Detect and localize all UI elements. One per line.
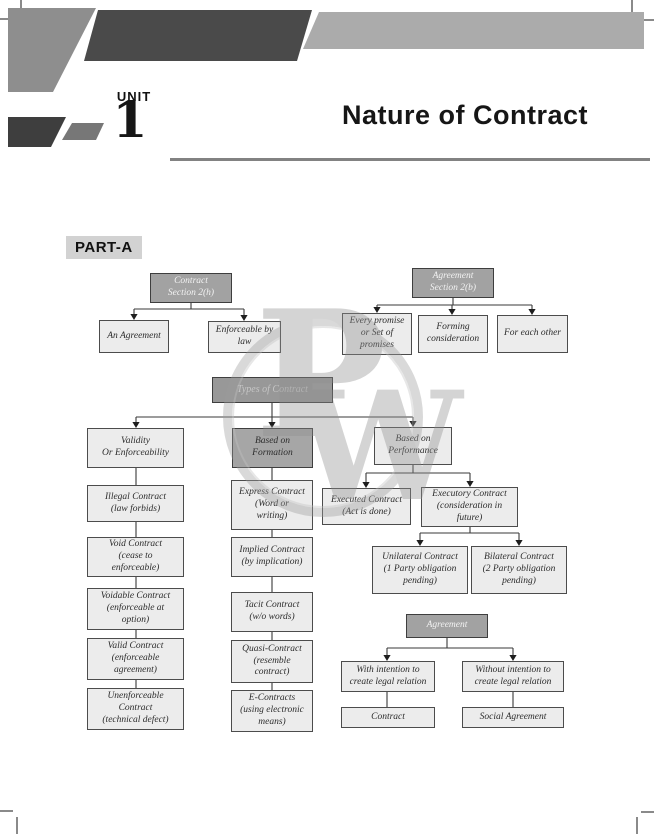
crop-mark-top-right-v [631,0,633,14]
header-dark-band [84,10,312,61]
unit-gray-parallelogram [62,123,104,140]
node-agreement: Agreement [406,614,488,638]
crop-mark-top-left-h [0,18,15,20]
crop-mark-bottom-right-v [636,817,638,834]
node-express-contract: Express Contract (Word or writing) [231,480,313,530]
node-an-agreement: An Agreement [99,320,169,353]
connector-arrowheads [130,307,536,661]
node-contract-section-2h: Contract Section 2(h) [150,273,232,303]
header-light-band [303,12,644,49]
node-without-intention: Without intention to create legal relati… [462,661,564,692]
node-agreement-section-2b: Agreement Section 2(b) [412,268,494,298]
node-unilateral-contract: Unilateral Contract (1 Party obligation … [372,546,468,594]
node-tacit-contract: Tacit Contract (w/o words) [231,592,313,632]
node-illegal-contract: Illegal Contract (law forbids) [87,485,184,522]
crop-mark-bottom-left-v [16,817,18,834]
node-implied-contract: Implied Contract (by implication) [231,537,313,577]
unit-number: 1 [112,90,148,149]
crop-mark-top-right-h [639,19,654,21]
connector-lines [133,298,533,707]
node-voidable-contract: Voidable Contract (enforceable at option… [87,588,184,630]
node-enforceable-by-law: Enforceable by law [208,321,281,353]
node-forming-consideration: Forming consideration [418,315,488,353]
node-validity-enforceability: Validity Or Enforceability [87,428,184,468]
node-executory-contract: Executory Contract (consideration in fut… [421,487,518,527]
node-types-of-contract: Types of Contract [212,377,333,403]
node-based-on-formation: Based on Formation [232,428,313,468]
crop-mark-top-left-v [20,0,22,15]
part-a-label: PART-A [66,236,142,259]
node-with-intention: With intention to create legal relation [341,661,435,692]
node-executed-contract: Executed Contract (Act is done) [322,488,411,525]
node-social-agreement: Social Agreement [462,707,564,728]
node-for-each-other: For each other [497,315,568,353]
page-title: Nature of Contract [341,100,588,130]
node-based-on-performance: Based on Performance [374,427,452,465]
crop-mark-bottom-left-h [0,810,13,812]
node-valid-contract: Valid Contract (enforceable agreement) [87,638,184,680]
node-every-promise: Every promise or Set of promises [342,313,412,355]
node-unenforceable-contract: Unenforceable Contract (technical defect… [87,688,184,730]
node-e-contracts: E-Contracts (using electronic means) [231,690,313,732]
crop-mark-bottom-right-h [641,811,654,813]
node-quasi-contract: Quasi-Contract (resemble contract) [231,640,313,683]
title-underline-rule [170,158,650,161]
unit-label: UNIT [116,89,152,104]
node-bilateral-contract: Bilateral Contract (2 Party obligation p… [471,546,567,594]
node-void-contract: Void Contract (cease to enforceable) [87,537,184,577]
node-contract: Contract [341,707,435,728]
